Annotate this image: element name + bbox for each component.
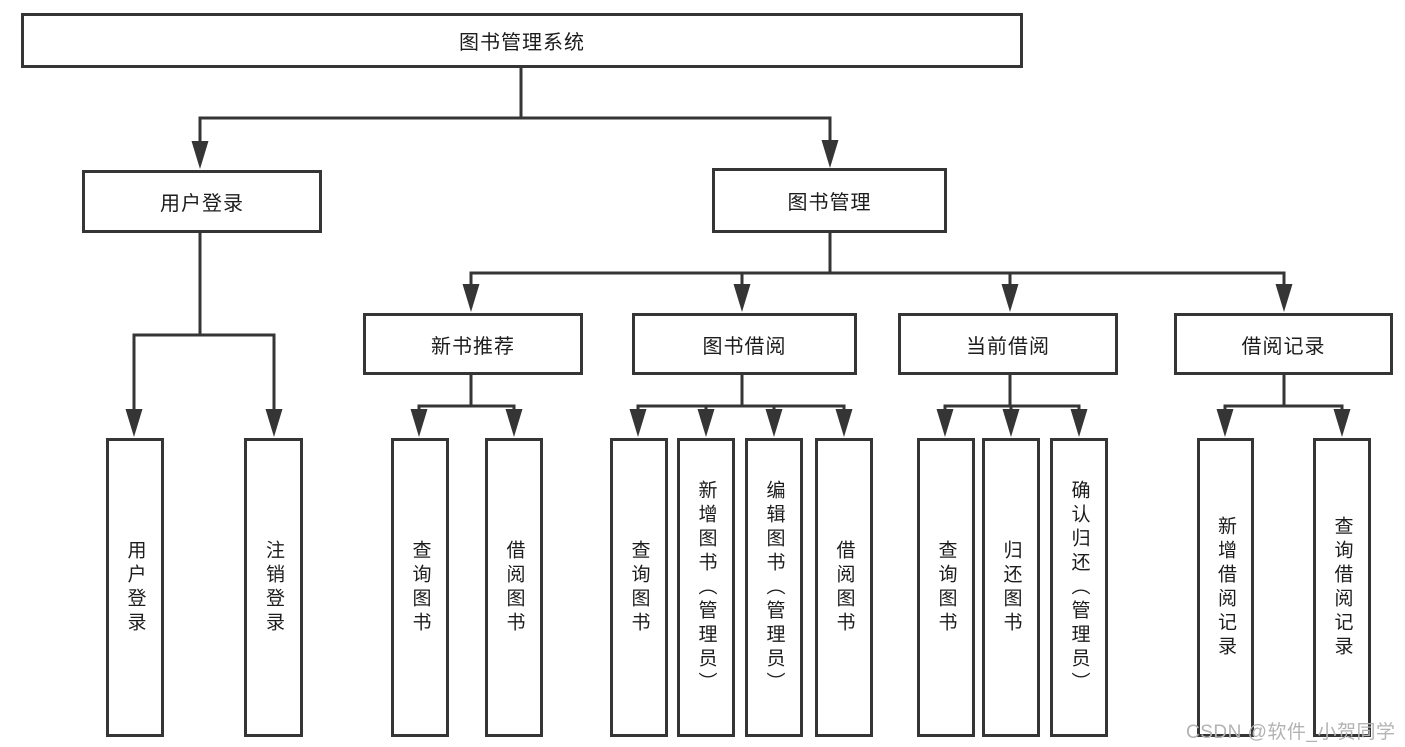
node-borrow-records: 借阅记录 <box>1174 313 1393 375</box>
node-book-borrow-label: 图书借阅 <box>702 335 787 358</box>
leaf-logout: 注销登录 <box>244 438 303 737</box>
leaf-query-books-2: 查询图书 <box>610 438 668 737</box>
node-user-login: 用户登录 <box>82 170 322 233</box>
leaf-user-login: 用户登录 <box>106 438 164 737</box>
arrowheads <box>125 140 1351 437</box>
leaf-add-book-admin: 新增图书（管理员） <box>677 438 735 737</box>
node-user-login-label: 用户登录 <box>160 193 244 215</box>
node-root-library-management-system: 图书管理系统 <box>21 13 1023 68</box>
node-new-book-recommend: 新书推荐 <box>363 313 583 375</box>
leaf-return-book: 归还图书 <box>982 438 1040 737</box>
node-book-management: 图书管理 <box>712 168 947 233</box>
node-current-borrow: 当前借阅 <box>898 313 1118 375</box>
csdn-watermark: CSDN @软件_小贺同学 <box>1186 722 1396 743</box>
node-current-borrow-label: 当前借阅 <box>966 335 1050 358</box>
leaf-borrow-books-2: 借阅图书 <box>815 438 873 737</box>
leaf-query-borrow-record: 查询借阅记录 <box>1313 438 1371 737</box>
leaf-query-books-3: 查询图书 <box>917 438 975 737</box>
leaf-add-borrow-record: 新增借阅记录 <box>1197 438 1254 737</box>
leaf-confirm-return-admin: 确认归还（管理员） <box>1050 438 1108 737</box>
node-book-management-label: 图书管理 <box>787 192 872 214</box>
node-root-label: 图书管理系统 <box>459 32 585 54</box>
leaf-edit-book-admin: 编辑图书（管理员） <box>745 438 803 737</box>
leaf-borrow-books-1: 借阅图书 <box>485 438 543 737</box>
leaf-query-books-1: 查询图书 <box>391 438 449 737</box>
node-book-borrow: 图书借阅 <box>632 313 857 375</box>
node-borrow-records-label: 借阅记录 <box>1241 335 1326 358</box>
node-new-book-recommend-label: 新书推荐 <box>431 335 515 358</box>
